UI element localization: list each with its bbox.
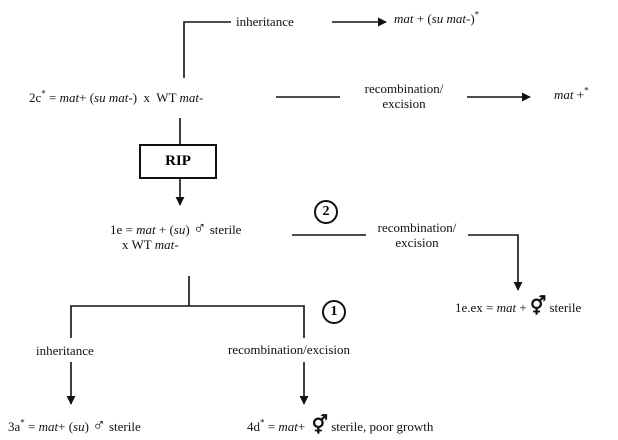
su-text: su mat- — [94, 90, 133, 105]
text: ) — [470, 11, 475, 26]
text: + — [573, 87, 585, 102]
label-recombination-step2: recombination/ excision — [358, 220, 476, 250]
cross-2c: 2c* = mat+ (su mat-) x WT mat- — [29, 88, 204, 105]
marker-number: 2 — [322, 204, 330, 219]
text: ) — [132, 90, 138, 105]
mat-text: mat — [136, 222, 156, 237]
line2: excision — [382, 96, 426, 111]
rip-label: RIP — [165, 153, 191, 169]
line2: excision — [395, 235, 439, 250]
text: + ( — [413, 11, 432, 26]
text: ) — [185, 222, 193, 237]
star: * — [20, 417, 25, 428]
su-text: su — [73, 419, 85, 434]
mat-text: mat- — [154, 237, 179, 252]
rip-box: RIP — [139, 144, 217, 179]
strain-name: 4d — [247, 419, 260, 434]
line1: recombination/ — [377, 220, 457, 235]
edge-inheritance-top — [183, 21, 231, 78]
star: * — [474, 9, 480, 20]
mat-text: mat — [59, 90, 80, 105]
wt-text: mat- — [179, 90, 204, 105]
arrow-step2-right — [468, 234, 523, 291]
text: + ( — [155, 222, 174, 237]
cross-1e-line2: x WT mat- — [110, 237, 241, 252]
text: 1e.ex = — [455, 300, 497, 315]
male-symbol-icon: ♂ — [92, 415, 106, 435]
text: sterile, poor growth — [327, 419, 434, 434]
text: sterile — [105, 419, 141, 434]
mat-text: mat — [38, 419, 59, 434]
cross-1e: 1e = mat + (su) ♂ sterile x WT mat- — [110, 219, 242, 252]
star: * — [260, 417, 265, 428]
star: * — [584, 85, 589, 96]
text: = — [45, 90, 60, 105]
text: + — [516, 300, 530, 315]
text: + — [297, 419, 312, 434]
step-2-marker: 2 — [314, 200, 338, 224]
result-recombination-2c: mat +* — [554, 85, 589, 102]
text: x WT — [122, 237, 155, 252]
result-3a: 3a* = mat+ (su) ♂ sterile — [8, 416, 141, 434]
text: + ( — [79, 90, 95, 105]
star: * — [41, 88, 46, 99]
label-inheritance-top: inheritance — [236, 14, 294, 29]
text: x WT — [137, 90, 180, 105]
text: + ( — [58, 419, 74, 434]
mat-text: mat — [496, 300, 517, 315]
result-inheritance-top: mat + (su mat-)* — [394, 9, 480, 26]
label-inheritance-step1: inheritance — [36, 343, 94, 358]
marker-number: 1 — [330, 304, 338, 319]
strain-name: 3a — [8, 419, 21, 434]
text: 1e = — [110, 222, 137, 237]
text: sterile — [206, 222, 242, 237]
label-recombination-2c: recombination/ excision — [340, 81, 468, 111]
hermaphrodite-symbol-icon: ⚥ — [529, 296, 547, 316]
strain-name: 2c — [29, 90, 42, 105]
mat-text: mat — [554, 87, 574, 102]
mat-text: mat — [278, 419, 298, 434]
label-recombination-step1: recombination/excision — [228, 342, 351, 357]
step-1-marker: 1 — [322, 300, 346, 324]
edge-split — [70, 305, 305, 338]
male-symbol-icon: ♂ — [192, 218, 207, 238]
text: = — [24, 419, 39, 434]
text: = — [264, 419, 279, 434]
text: sterile — [546, 300, 582, 315]
cross-1e-line1: 1e = mat + (su) ♂ sterile — [110, 219, 242, 237]
result-4d: 4d* = mat+ ⚥ sterile, poor growth — [247, 416, 434, 434]
text: ) — [84, 419, 93, 434]
su-text: su mat- — [431, 11, 471, 26]
su-text: su — [173, 222, 186, 237]
mat-text: mat — [394, 11, 414, 26]
line1: recombination/ — [364, 81, 444, 96]
result-1e-ex: 1e.ex = mat + ⚥ sterile — [455, 297, 582, 315]
hermaphrodite-symbol-icon: ⚥ — [311, 415, 328, 435]
